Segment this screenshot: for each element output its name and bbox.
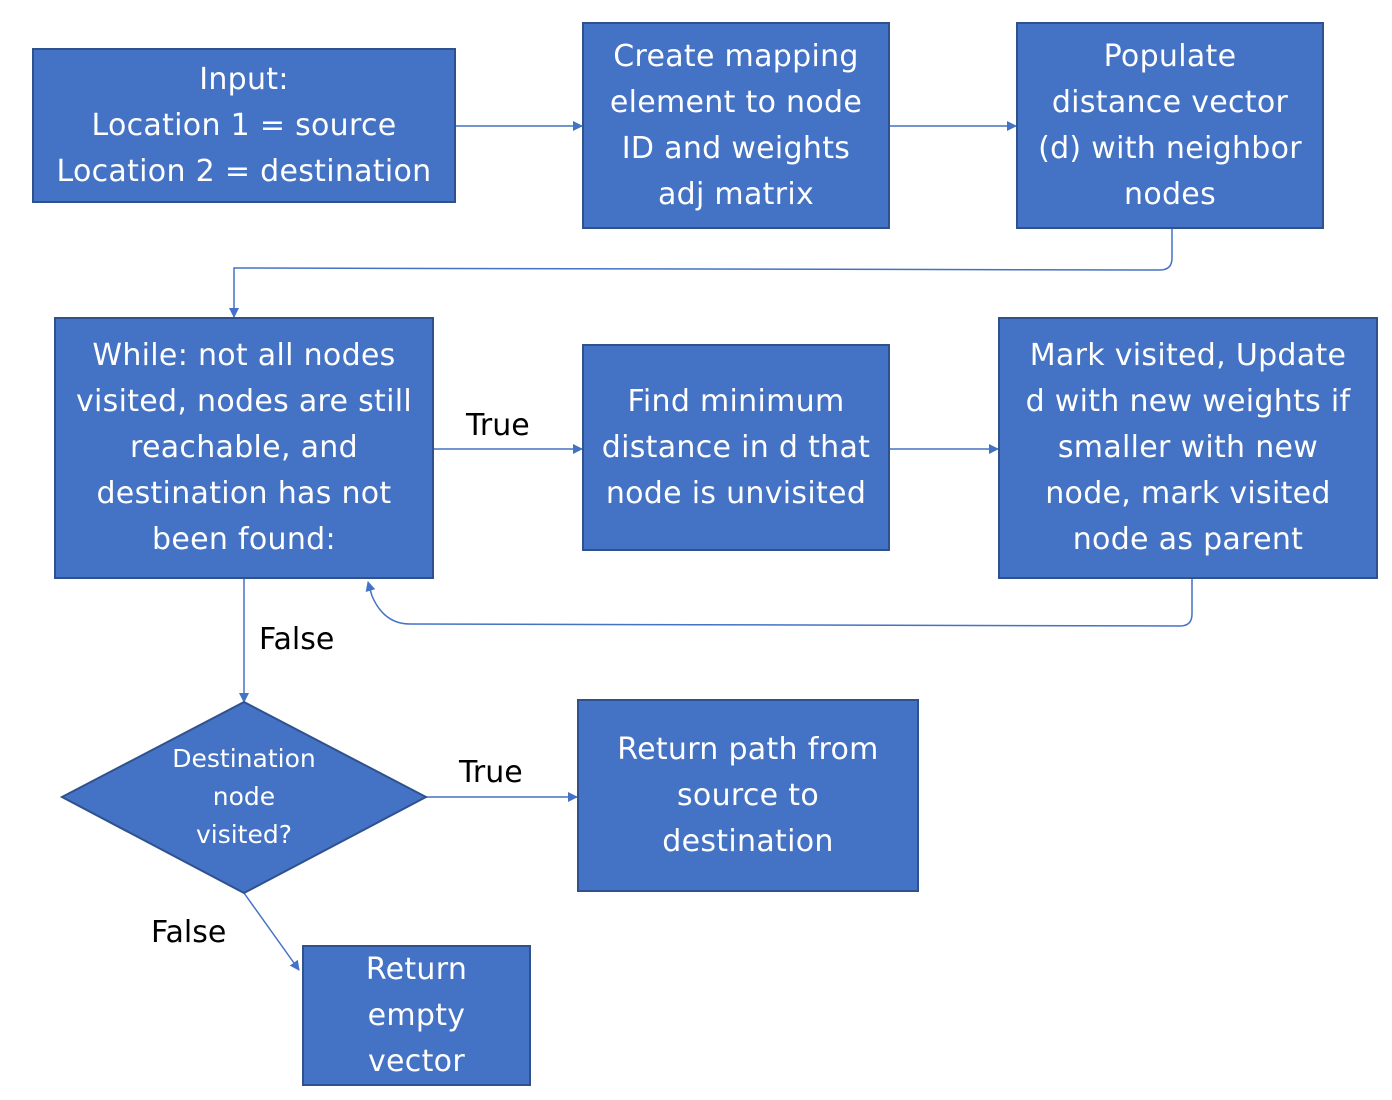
node-input-line: Input:: [199, 61, 289, 97]
decision-diamond: [59, 700, 429, 895]
node-populate-line: Populate: [1103, 38, 1237, 74]
node-return-path-line: Return path from: [617, 731, 879, 767]
node-return-empty-line: vector: [368, 1043, 465, 1079]
node-while-loop-line: been found:: [152, 522, 336, 557]
edge-mark-loop-back: [365, 579, 1193, 627]
node-while-loop-line: visited, nodes are still: [75, 384, 413, 419]
node-mark-visited-line: node as parent: [1072, 522, 1304, 557]
node-decision-text: Destination node visited?: [62, 702, 426, 892]
node-while-loop-line: While: not all nodes: [92, 338, 396, 373]
node-mark-visited-line: smaller with new: [1057, 430, 1319, 465]
node-create-mapping-line: element to node: [609, 84, 863, 120]
node-create-mapping: Create mapping element to node ID and we…: [582, 22, 890, 229]
node-input-line: Location 1 = source: [91, 107, 397, 143]
node-return-path-line: destination: [662, 823, 834, 859]
node-return-empty-line: Return: [365, 951, 468, 987]
node-input-line: Location 2 = destination: [56, 153, 432, 189]
node-create-mapping-line: adj matrix: [657, 176, 815, 212]
node-return-path-line: source to: [677, 777, 819, 813]
edge-populate-to-while: [229, 229, 1173, 318]
node-decision-line: visited?: [195, 820, 293, 849]
edge-label-decision-false: False: [151, 915, 227, 950]
edge-label-while-true: True: [466, 408, 530, 443]
node-find-minimum-line: distance in d that: [601, 429, 871, 465]
node-populate: Populate distance vector (d) with neighb…: [1016, 22, 1324, 229]
node-mark-visited: Mark visited, Update d with new weights …: [998, 317, 1378, 579]
node-mark-visited-line: Mark visited, Update: [1029, 338, 1347, 373]
node-return-empty: Return empty vector: [302, 945, 531, 1086]
edge-decision-false: [243, 892, 300, 971]
node-create-mapping-line: Create mapping: [613, 38, 859, 74]
node-input: Input: Location 1 = source Location 2 = …: [32, 48, 456, 203]
node-return-empty-line: empty: [367, 997, 466, 1033]
node-mark-visited-line: d with new weights if: [1025, 384, 1351, 419]
edge-label-while-false: False: [259, 622, 335, 657]
node-populate-line: (d) with neighbor: [1038, 130, 1302, 166]
edge-label-decision-true: True: [459, 755, 523, 790]
node-while-loop-line: destination has not: [96, 476, 392, 511]
node-populate-line: distance vector: [1051, 84, 1289, 120]
node-find-minimum-line: node is unvisited: [605, 475, 867, 511]
node-find-minimum: Find minimum distance in d that node is …: [582, 344, 890, 551]
node-find-minimum-line: Find minimum: [627, 383, 845, 419]
node-populate-line: nodes: [1124, 176, 1216, 212]
node-decision-line: Destination: [172, 744, 316, 773]
node-mark-visited-line: node, mark visited: [1045, 476, 1331, 511]
node-decision-line: node: [212, 782, 276, 811]
node-while-loop-line: reachable, and: [130, 430, 358, 465]
node-create-mapping-line: ID and weights: [621, 130, 851, 166]
node-return-path: Return path from source to destination: [577, 699, 919, 892]
node-while-loop: While: not all nodes visited, nodes are …: [54, 317, 434, 579]
